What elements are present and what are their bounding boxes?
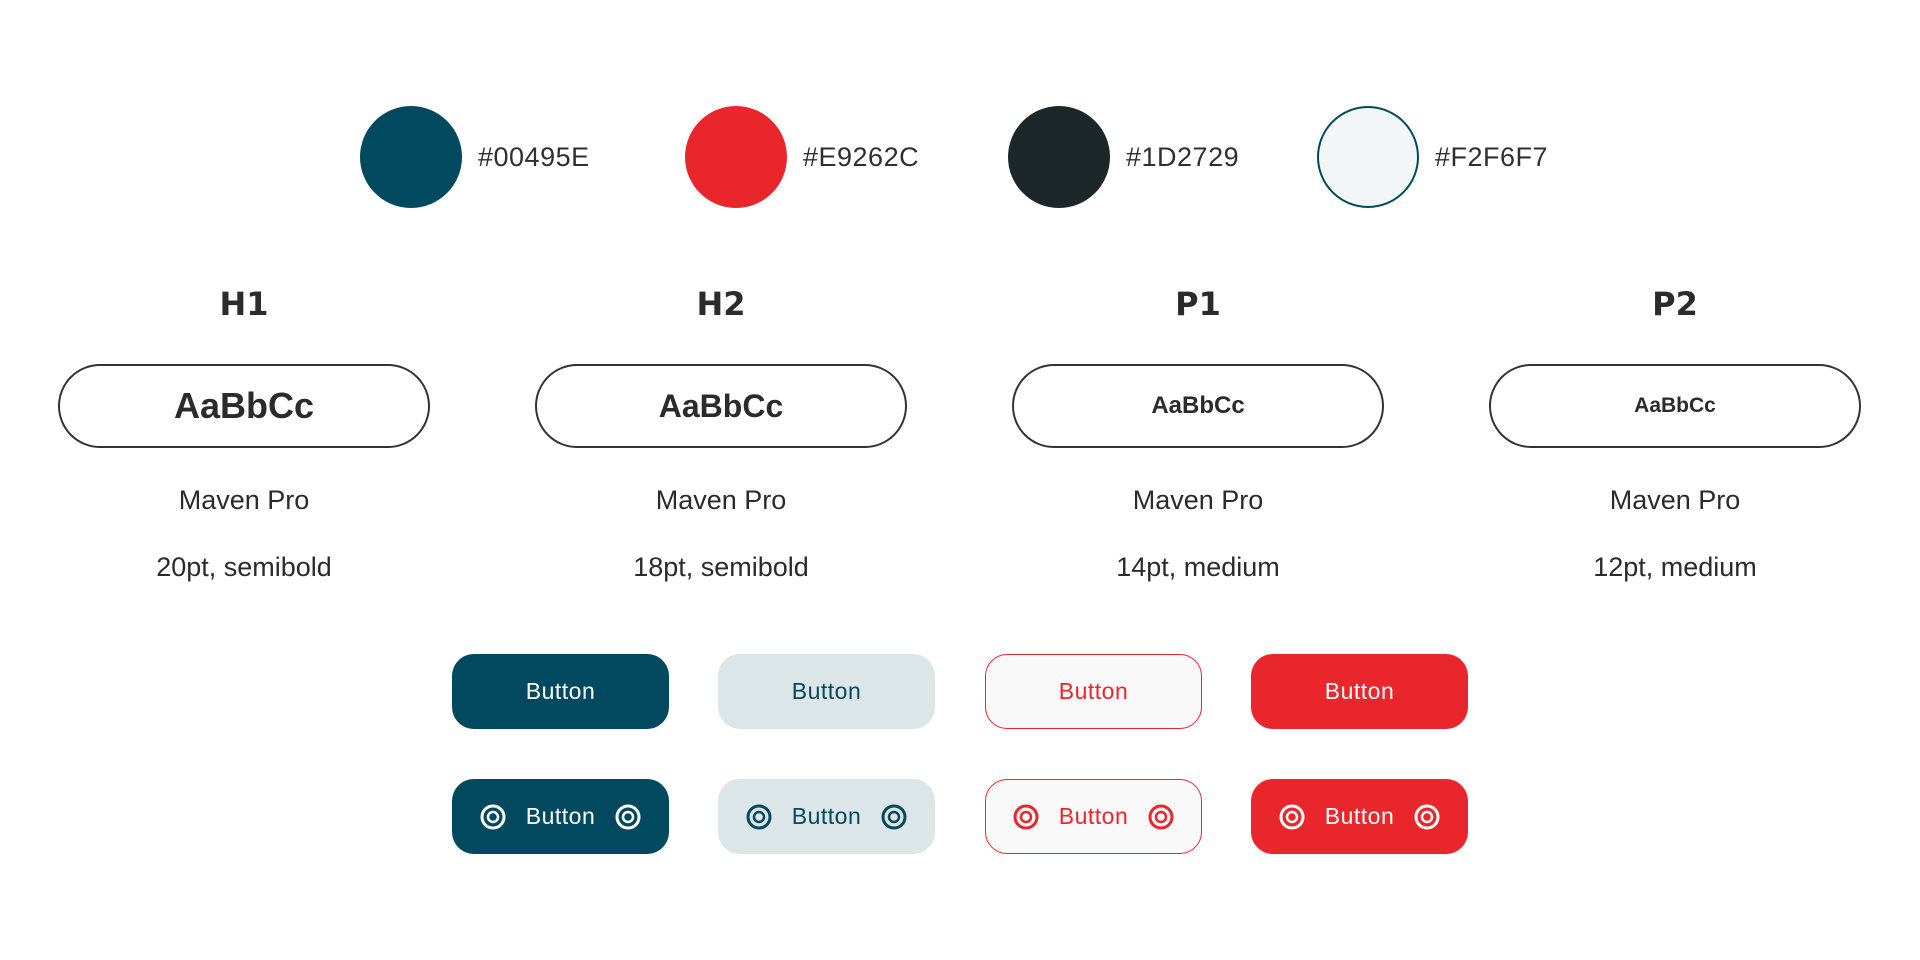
font-spec: 18pt, semibold <box>633 552 809 582</box>
color-dot <box>685 106 787 208</box>
font-spec: 20pt, semibold <box>156 552 332 582</box>
secondary-button[interactable]: Button <box>718 654 935 729</box>
swatch-light: #F2F6F7 <box>1317 106 1548 208</box>
outline-icon-button[interactable]: Button <box>985 779 1202 854</box>
target-icon <box>1013 804 1039 829</box>
type-sample-pill: AaBbCc <box>1012 364 1384 448</box>
type-heading: P1 <box>1175 285 1221 323</box>
font-name: Maven Pro <box>1132 485 1264 515</box>
font-spec: 14pt, medium <box>1116 552 1280 582</box>
swatch-hex-label: #00495E <box>478 141 590 172</box>
font-name: Maven Pro <box>178 485 310 515</box>
target-icon <box>1279 804 1305 829</box>
type-sample-text: AaBbCc <box>658 387 784 424</box>
swatch-hex-label: #1D2729 <box>1126 141 1240 172</box>
type-style-p1: P1 AaBbCc Maven Pro 14pt, medium <box>1012 280 1384 585</box>
font-name: Maven Pro <box>655 485 787 515</box>
secondary-icon-button[interactable]: Button <box>718 779 935 854</box>
primary-button[interactable]: Button <box>452 654 669 729</box>
type-sample-pill: AaBbCc <box>58 364 430 448</box>
swatch-primary-teal: #00495E <box>360 106 590 208</box>
type-heading: P2 <box>1652 285 1698 323</box>
target-icon <box>881 804 907 829</box>
type-sample-text: AaBbCc <box>173 385 315 426</box>
font-name: Maven Pro <box>1609 485 1741 515</box>
target-icon <box>1414 804 1440 829</box>
button-label: Button <box>791 803 862 829</box>
color-dot <box>360 106 462 208</box>
type-heading: H2 <box>696 285 746 323</box>
danger-button[interactable]: Button <box>1251 654 1468 729</box>
button-label: Button <box>1324 803 1395 829</box>
button-label: Button <box>791 678 862 704</box>
color-dot <box>1317 106 1419 208</box>
swatch-dark: #1D2729 <box>1008 106 1239 208</box>
color-dot <box>1008 106 1110 208</box>
button-label: Button <box>525 803 596 829</box>
button-label: Button <box>1324 678 1395 704</box>
button-label: Button <box>525 678 596 704</box>
swatch-accent-red: #E9262C <box>685 106 919 208</box>
danger-icon-button[interactable]: Button <box>1251 779 1468 854</box>
swatch-hex-label: #F2F6F7 <box>1435 141 1549 172</box>
type-sample-text: AaBbCc <box>1634 394 1716 417</box>
outline-button[interactable]: Button <box>985 654 1202 729</box>
type-style-p2: P2 AaBbCc Maven Pro 12pt, medium <box>1489 280 1861 585</box>
target-icon <box>480 804 506 829</box>
swatch-hex-label: #E9262C <box>803 141 920 172</box>
type-style-h2: H2 AaBbCc Maven Pro 18pt, semibold <box>535 280 907 585</box>
type-sample-pill: AaBbCc <box>535 364 907 448</box>
type-heading: H1 <box>219 285 269 323</box>
target-icon <box>1148 804 1174 829</box>
font-spec: 12pt, medium <box>1593 552 1757 582</box>
button-label: Button <box>1058 678 1129 704</box>
type-sample-pill: AaBbCc <box>1489 364 1861 448</box>
button-label: Button <box>1058 803 1129 829</box>
primary-icon-button[interactable]: Button <box>452 779 669 854</box>
target-icon <box>615 804 641 829</box>
type-style-h1: H1 AaBbCc Maven Pro 20pt, semibold <box>58 280 430 585</box>
target-icon <box>746 804 772 829</box>
type-sample-text: AaBbCc <box>1151 392 1245 419</box>
